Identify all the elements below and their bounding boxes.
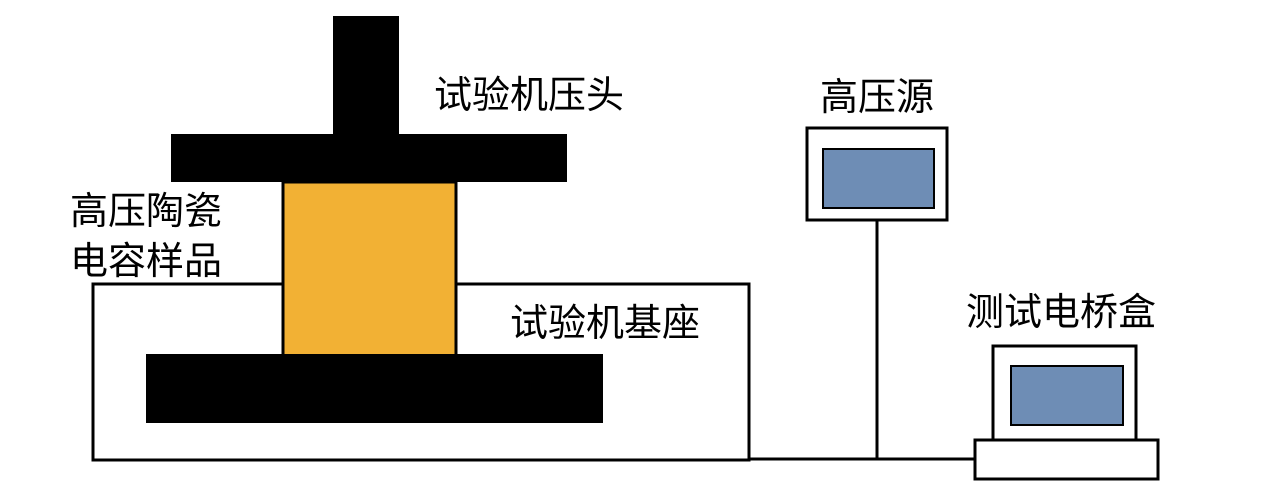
label-sample-line2: 电容样品	[70, 239, 222, 283]
label-press-head: 试验机压头	[434, 73, 624, 117]
label-bridge-box: 测试电桥盒	[966, 290, 1156, 334]
label-base: 试验机基座	[510, 301, 700, 345]
label-sample-line1: 高压陶瓷	[70, 189, 222, 233]
bridge-box-device	[973, 344, 1160, 481]
hv-source-screen	[822, 148, 935, 209]
press-head-stem	[333, 16, 399, 138]
bridge-box-base	[973, 438, 1160, 481]
bridge-box-screen	[1010, 365, 1124, 426]
label-hv-source: 高压源	[820, 75, 934, 119]
hv-source-device	[805, 126, 949, 222]
base-plate	[146, 354, 603, 423]
press-head-plate	[171, 134, 567, 182]
capacitor-sample	[281, 180, 458, 358]
